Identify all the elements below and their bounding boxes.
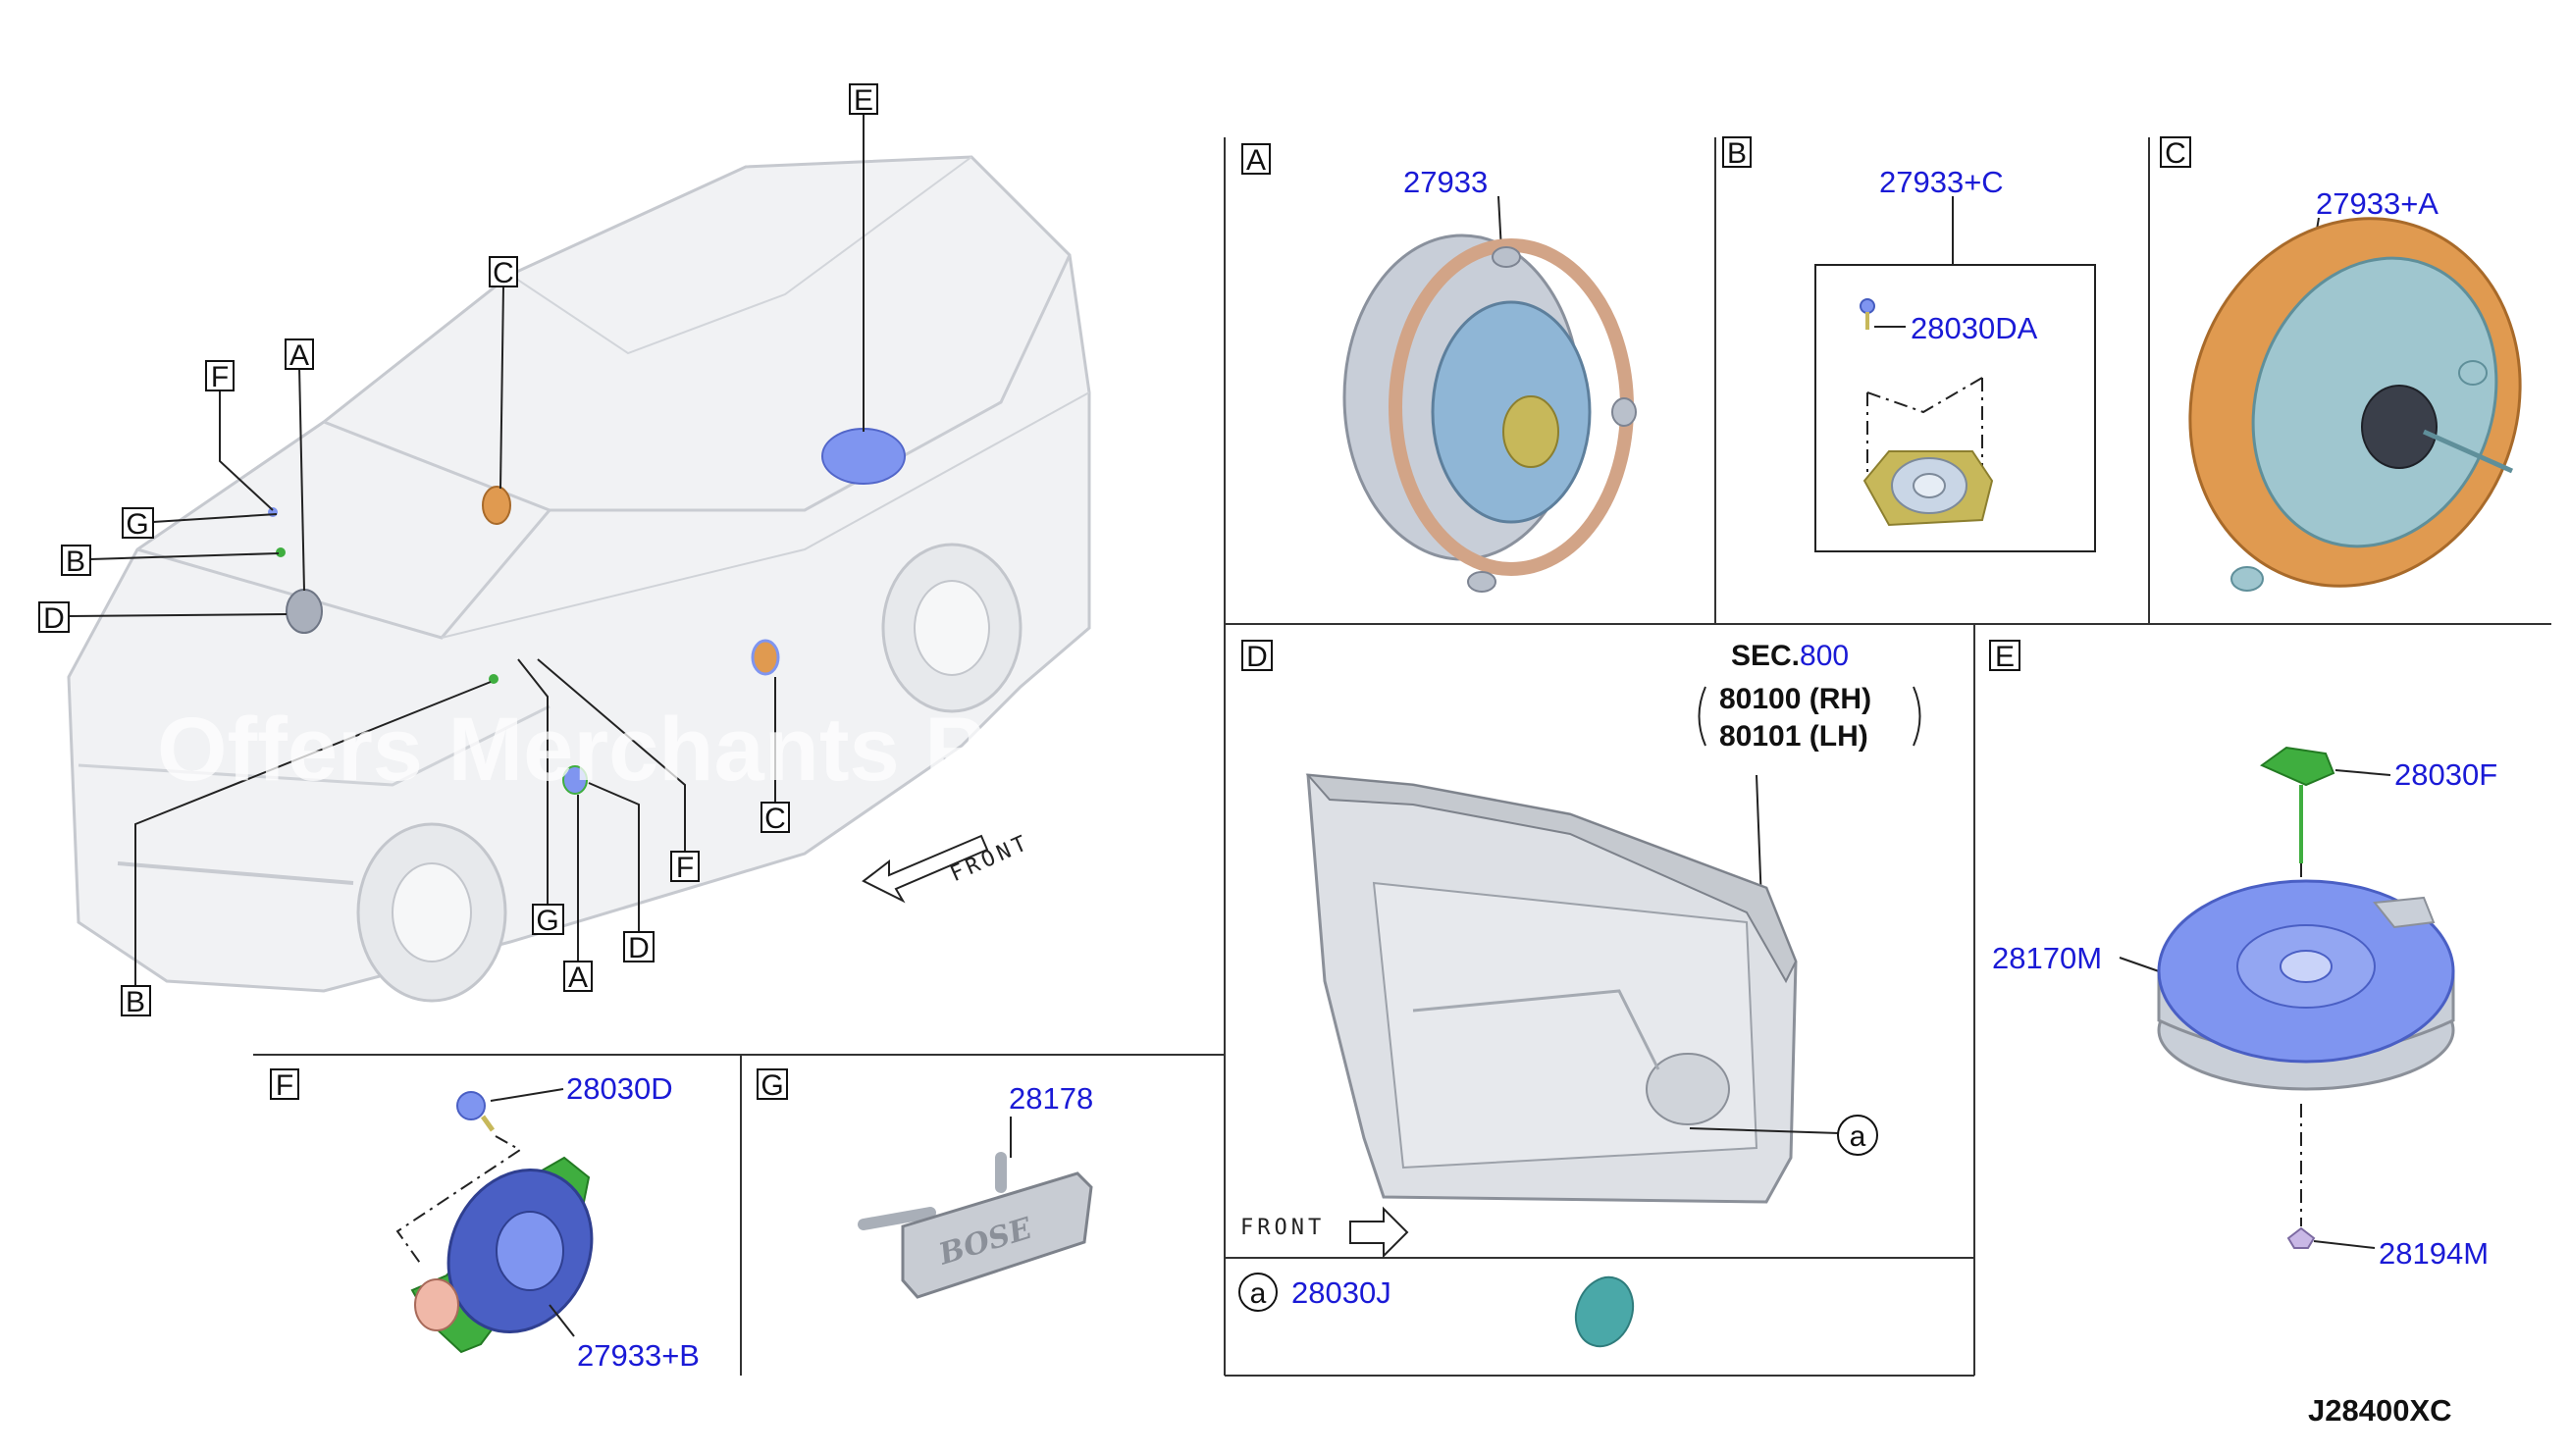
part-28194m: 28194M — [2379, 1236, 2489, 1271]
panel-F: F 28030D 27933+B — [270, 1068, 700, 1373]
callout-C-upper: C — [489, 256, 518, 289]
section-prefix: SEC. — [1731, 640, 1800, 672]
screw-e-image — [2260, 746, 2335, 863]
part-28030j: 28030J — [1291, 1275, 1391, 1310]
front-label-door: FRONT — [1240, 1216, 1325, 1240]
svg-text:D: D — [628, 932, 650, 964]
panel-G-letter: G — [761, 1069, 783, 1102]
callout-B-upper: B — [61, 545, 91, 578]
svg-text:B: B — [126, 986, 145, 1018]
panel-A: A 27933 — [1241, 143, 1637, 593]
svg-text:A: A — [289, 339, 309, 372]
section-number: 800 — [1800, 640, 1849, 672]
part-27933: 27933 — [1403, 165, 1488, 199]
part-80101-lh: 80101 (LH) — [1719, 720, 1868, 753]
vehicle-illustration — [67, 155, 1091, 1003]
callout-A-upper: A — [285, 338, 314, 372]
vehicle-leaders — [68, 114, 865, 986]
clip-a-image — [1574, 1275, 1635, 1348]
callout-F-lower: F — [670, 851, 700, 884]
drawing-number: J28400XC — [2308, 1393, 2452, 1428]
panel-A-letter: A — [1246, 144, 1266, 177]
panel-a-letter: a — [1250, 1277, 1267, 1310]
panel-C-letter: C — [2165, 137, 2186, 170]
screw-f-image — [456, 1091, 496, 1132]
emblem-g-image: BOSE — [858, 1152, 1093, 1299]
svg-text:D: D — [43, 602, 65, 635]
front-label-vehicle: FRONT — [947, 830, 1034, 887]
part-27933-a: 27933+A — [2316, 186, 2439, 221]
svg-text:C: C — [764, 803, 786, 835]
panel-D-letter: D — [1246, 641, 1268, 673]
part-28178: 28178 — [1009, 1081, 1093, 1116]
door-image — [1305, 773, 1798, 1204]
woofer-e-image — [2157, 879, 2455, 1091]
panel-G: G 28178 BOSE — [757, 1068, 1093, 1299]
speaker-c-image — [2188, 217, 2522, 592]
panel-E-letter: E — [1995, 641, 2015, 673]
panel-F-letter: F — [276, 1069, 293, 1102]
nut-e-image — [2286, 1226, 2316, 1249]
speaker-f-image — [410, 1156, 594, 1354]
panel-E: E 28030F 28170M 28194M — [1989, 640, 2497, 1271]
part-28030d: 28030D — [566, 1071, 673, 1106]
callout-E-text: E — [854, 84, 873, 117]
panel-frames — [253, 137, 2551, 1377]
svg-text:C: C — [493, 257, 514, 289]
callout-F-upper: F — [205, 360, 235, 393]
callout-A-lower: A — [563, 961, 593, 994]
part-27933-b: 27933+B — [577, 1338, 700, 1373]
callout-G-lower: G — [532, 904, 564, 937]
svg-text:G: G — [536, 905, 558, 937]
part-28030da: 28030DA — [1911, 311, 2038, 345]
part-27933-c: 27933+C — [1879, 165, 2004, 199]
watermark-text: Offers Merchants Parts — [157, 700, 1150, 800]
callout-a-door: a — [1850, 1120, 1866, 1153]
panel-C: C 27933+A — [2160, 136, 2522, 592]
callout-E: E — [849, 83, 878, 117]
front-arrow-vehicle: FRONT — [862, 830, 1034, 904]
callout-B-lower: B — [121, 985, 151, 1018]
svg-text:A: A — [568, 962, 588, 994]
part-28030f: 28030F — [2394, 757, 2497, 792]
callout-C-lower: C — [761, 802, 790, 835]
svg-text:F: F — [676, 852, 694, 884]
part-28170m: 28170M — [1992, 941, 2102, 975]
section-reference: SEC.800 — [1731, 640, 1849, 672]
svg-text:G: G — [126, 508, 148, 541]
callout-D-upper: D — [38, 601, 70, 635]
panel-D: D SEC.800 80100 (RH) 80101 (LH) a FRONT — [1240, 640, 1921, 1259]
panel-B-letter: B — [1727, 137, 1747, 170]
panel-a-clip: a 28030J — [1238, 1273, 1635, 1348]
callout-G-upper: G — [122, 507, 154, 541]
svg-text:B: B — [66, 546, 85, 578]
callout-D-lower: D — [623, 931, 655, 964]
part-80100-rh: 80100 (RH) — [1719, 683, 1871, 715]
screw-b-image — [1860, 298, 1875, 330]
tweeter-b-image — [1862, 450, 1994, 527]
svg-text:F: F — [211, 361, 229, 393]
speaker-a-image — [1342, 234, 1637, 593]
panel-B: B 27933+C 28030DA — [1722, 136, 2096, 552]
